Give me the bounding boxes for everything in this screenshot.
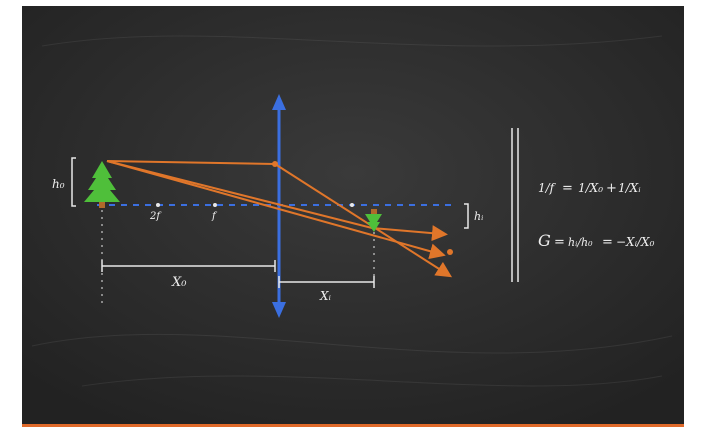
lens-equation-term-image: 1/Xᵢ: [618, 181, 641, 195]
chalk-smears: [31, 35, 673, 387]
ray-central: [106, 160, 446, 260]
label-2f: 2f: [149, 211, 162, 222]
equals-sign-3: =: [602, 235, 613, 250]
focal-point-f: [213, 203, 217, 207]
lens-equation: 1/f = 1/X₀ + 1/Xᵢ: [538, 181, 641, 196]
equals-sign-2: =: [554, 235, 565, 250]
image-height-bracket: [464, 203, 469, 229]
lens-arrow-top: [272, 94, 286, 110]
magnification-distance-ratio: −Xᵢ/X₀: [616, 235, 655, 249]
label-f: f: [211, 211, 218, 222]
lens-equation-lhs: 1/f: [538, 181, 557, 195]
magnification-symbol: G: [538, 231, 551, 250]
object-distance-label: X₀: [171, 275, 187, 290]
focal-point-f-right: [350, 203, 354, 207]
lens-arrow-bottom: [272, 302, 286, 318]
lens-equation-term-object: 1/X₀: [578, 181, 603, 195]
light-rays: [106, 160, 453, 278]
ray-end-dot: [447, 249, 453, 255]
object-distance-dimension: [101, 260, 276, 272]
magnification-equation: G = hᵢ/h₀ = −Xᵢ/X₀: [538, 231, 655, 250]
object-tree-icon: [84, 161, 120, 208]
formula-separator: [511, 128, 519, 282]
focal-point-2f: [156, 203, 160, 207]
image-distance-label: Xᵢ: [319, 289, 332, 303]
optics-diagram: 2f f h₀: [22, 6, 684, 424]
magnification-height-ratio: hᵢ/h₀: [568, 236, 593, 249]
image-distance-dimension: [278, 276, 375, 288]
equals-sign: =: [562, 181, 573, 196]
chalkboard: 2f f h₀: [22, 6, 684, 427]
object-height-bracket: [71, 157, 76, 207]
object-height-label: h₀: [52, 177, 65, 191]
ray-lens-point: [272, 161, 278, 167]
plus-sign: +: [606, 181, 617, 196]
image-tree-icon: [365, 209, 382, 232]
image-height-label: hᵢ: [474, 210, 483, 223]
ray-refracted: [274, 163, 453, 278]
ray-parallel: [106, 160, 276, 165]
